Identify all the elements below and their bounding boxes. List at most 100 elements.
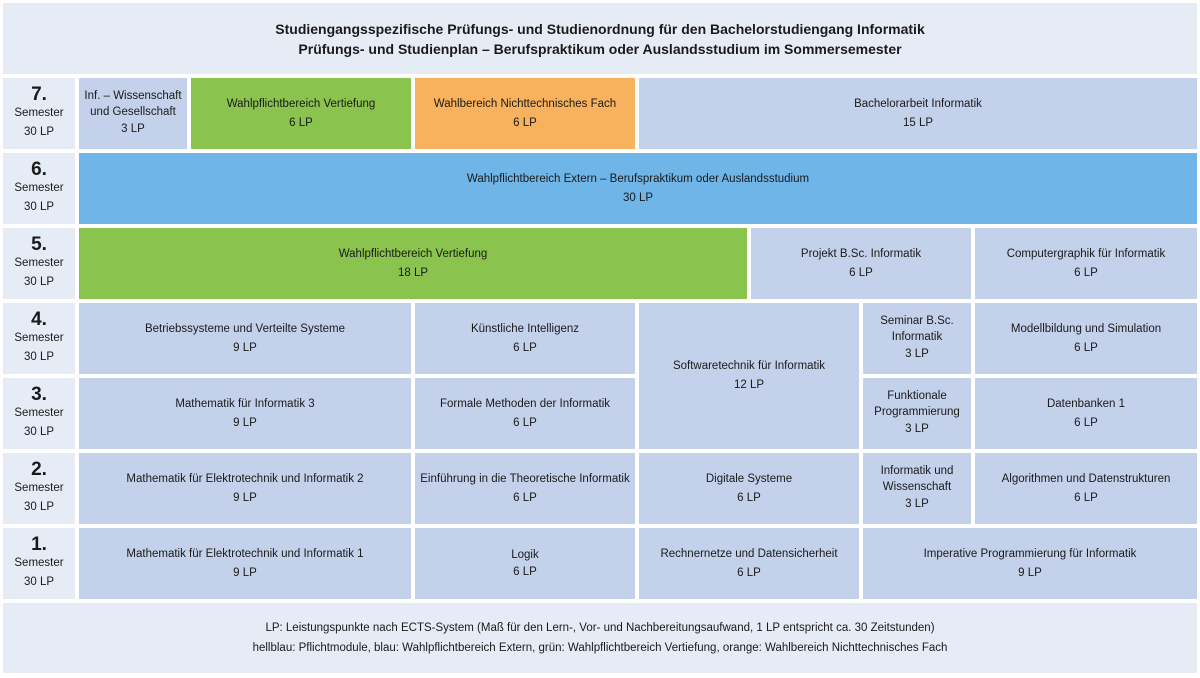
module-lp: 15 LP [902, 116, 934, 129]
legend: LP: Leistungspunkte nach ECTS-System (Ma… [3, 603, 1197, 673]
semester-lp: 30 LP [23, 276, 55, 288]
title-line-2: Prüfungs- und Studienplan – Berufsprakti… [298, 40, 902, 57]
page-title: Studiengangsspezifische Prüfungs- und St… [3, 3, 1197, 74]
module-name: Künstliche Intelligenz [470, 322, 580, 335]
module-name: Algorithmen und Datenstrukturen [1001, 472, 1171, 485]
module-name: Computergraphik für Informatik [1006, 247, 1166, 260]
module-lp: 6 LP [737, 491, 761, 504]
module-name: Datenbanken 1 [1046, 397, 1125, 410]
module-logik: Logik 6 LP [415, 528, 635, 599]
module-name: Wahlpflichtbereich Vertiefung [226, 97, 376, 110]
semester-5: 5. Semester 30 LP [3, 228, 75, 299]
module-lp: 30 LP [622, 191, 654, 204]
module-wahlpflicht-extern: Wahlpflichtbereich Extern – Berufsprakti… [79, 153, 1197, 224]
semester-number: 2. [31, 459, 47, 480]
module-wahlpflicht-vertiefung-7: Wahlpflichtbereich Vertiefung 6 LP [191, 78, 411, 149]
semester-3: 3. Semester 30 LP [3, 378, 75, 449]
module-name: Softwaretechnik für Informatik [672, 360, 826, 372]
module-datenbanken: Datenbanken 1 6 LP [975, 378, 1197, 449]
module-lp: 6 LP [513, 565, 537, 578]
module-lp: 9 LP [1018, 566, 1042, 579]
module-name: Informatik und Wissenschaft [880, 465, 954, 493]
module-name: Seminar B.Sc. Informatik [880, 315, 954, 343]
semester-label: Semester [14, 182, 64, 194]
module-name: Inf. – Wissenschaft und Gesellschaft [84, 90, 182, 118]
module-lp: 9 LP [233, 416, 257, 429]
module-name: Betriebssysteme und Verteilte Systeme [144, 322, 346, 335]
module-softwaretechnik: Softwaretechnik für Informatik 12 LP [639, 303, 859, 449]
module-formale-methoden: Formale Methoden der Informatik 6 LP [415, 378, 635, 449]
semester-label: Semester [14, 482, 64, 494]
semester-lp: 30 LP [23, 426, 55, 438]
semester-lp: 30 LP [23, 126, 55, 138]
semester-lp: 30 LP [23, 201, 55, 213]
semester-7: 7. Semester 30 LP [3, 78, 75, 149]
semester-2: 2. Semester 30 LP [3, 453, 75, 524]
module-name: Funktionale Programmierung [874, 390, 960, 418]
module-name: Rechnernetze und Datensicherheit [660, 547, 838, 560]
module-name: Bachelorarbeit Informatik [854, 97, 982, 110]
module-name: Wahlpflichtbereich Extern – Berufsprakti… [466, 172, 810, 185]
title-line-1: Studiengangsspezifische Prüfungs- und St… [275, 20, 925, 37]
module-name: Mathematik für Elektrotechnik und Inform… [126, 472, 364, 485]
semester-1: 1. Semester 30 LP [3, 528, 75, 599]
module-lp: 6 LP [849, 266, 873, 279]
module-informatik-wissenschaft: Informatik und Wissenschaft 3 LP [863, 453, 971, 524]
module-lp: 9 LP [233, 491, 257, 504]
semester-number: 7. [31, 84, 47, 105]
module-mathematik-et-2: Mathematik für Elektrotechnik und Inform… [79, 453, 411, 524]
module-lp: 12 LP [733, 379, 765, 391]
module-wahl-nichttechnisch: Wahlbereich Nichttechnisches Fach 6 LP [415, 78, 635, 149]
module-lp: 6 LP [1074, 491, 1098, 504]
module-digitale-systeme: Digitale Systeme 6 LP [639, 453, 859, 524]
module-lp: 6 LP [513, 341, 537, 354]
module-lp: 9 LP [233, 566, 257, 579]
semester-label: Semester [14, 257, 64, 269]
module-name: Mathematik für Elektrotechnik und Inform… [126, 547, 364, 560]
semester-number: 4. [31, 309, 47, 330]
module-kuenstliche-intelligenz: Künstliche Intelligenz 6 LP [415, 303, 635, 374]
module-lp: 6 LP [513, 116, 537, 129]
semester-lp: 30 LP [23, 501, 55, 513]
module-lp: 3 LP [905, 348, 929, 360]
module-lp: 6 LP [513, 491, 537, 504]
module-name: Wahlbereich Nichttechnisches Fach [433, 97, 617, 110]
semester-lp: 30 LP [23, 351, 55, 363]
module-name: Projekt B.Sc. Informatik [800, 247, 922, 260]
legend-line-2: hellblau: Pflichtmodule, blau: Wahlpflic… [252, 642, 948, 654]
legend-line-1: LP: Leistungspunkte nach ECTS-System (Ma… [265, 622, 935, 634]
module-name: Digitale Systeme [705, 472, 793, 485]
module-bachelorarbeit: Bachelorarbeit Informatik 15 LP [639, 78, 1197, 149]
module-lp: 18 LP [397, 266, 429, 279]
module-lp: 3 LP [905, 423, 929, 435]
semester-number: 1. [31, 534, 47, 555]
module-name: Imperative Programmierung für Informatik [923, 547, 1137, 560]
module-algorithmen: Algorithmen und Datenstrukturen 6 LP [975, 453, 1197, 524]
module-wahlpflicht-vertiefung-5: Wahlpflichtbereich Vertiefung 18 LP [79, 228, 747, 299]
module-computergraphik: Computergraphik für Informatik 6 LP [975, 228, 1197, 299]
semester-label: Semester [14, 332, 64, 344]
module-theoretische-informatik: Einführung in die Theoretische Informati… [415, 453, 635, 524]
module-name: Wahlpflichtbereich Vertiefung [338, 247, 488, 260]
semester-number: 3. [31, 384, 47, 405]
module-mathematik-et-1: Mathematik für Elektrotechnik und Inform… [79, 528, 411, 599]
module-rechnernetze: Rechnernetze und Datensicherheit 6 LP [639, 528, 859, 599]
module-mathematik-3: Mathematik für Informatik 3 9 LP [79, 378, 411, 449]
module-lp: 6 LP [1074, 416, 1098, 429]
module-projekt: Projekt B.Sc. Informatik 6 LP [751, 228, 971, 299]
module-lp: 3 LP [121, 123, 145, 135]
semester-label: Semester [14, 407, 64, 419]
module-name: Modellbildung und Simulation [1010, 322, 1162, 335]
module-lp: 3 LP [905, 498, 929, 510]
module-seminar: Seminar B.Sc. Informatik 3 LP [863, 303, 971, 374]
semester-4: 4. Semester 30 LP [3, 303, 75, 374]
module-modellbildung: Modellbildung und Simulation 6 LP [975, 303, 1197, 374]
module-lp: 6 LP [513, 416, 537, 429]
module-lp: 6 LP [1074, 341, 1098, 354]
module-inf-wissenschaft-gesellschaft: Inf. – Wissenschaft und Gesellschaft 3 L… [79, 78, 187, 149]
semester-number: 6. [31, 159, 47, 180]
module-betriebssysteme: Betriebssysteme und Verteilte Systeme 9 … [79, 303, 411, 374]
module-name: Logik [511, 548, 539, 561]
module-lp: 6 LP [1074, 266, 1098, 279]
module-name: Einführung in die Theoretische Informati… [420, 472, 630, 485]
